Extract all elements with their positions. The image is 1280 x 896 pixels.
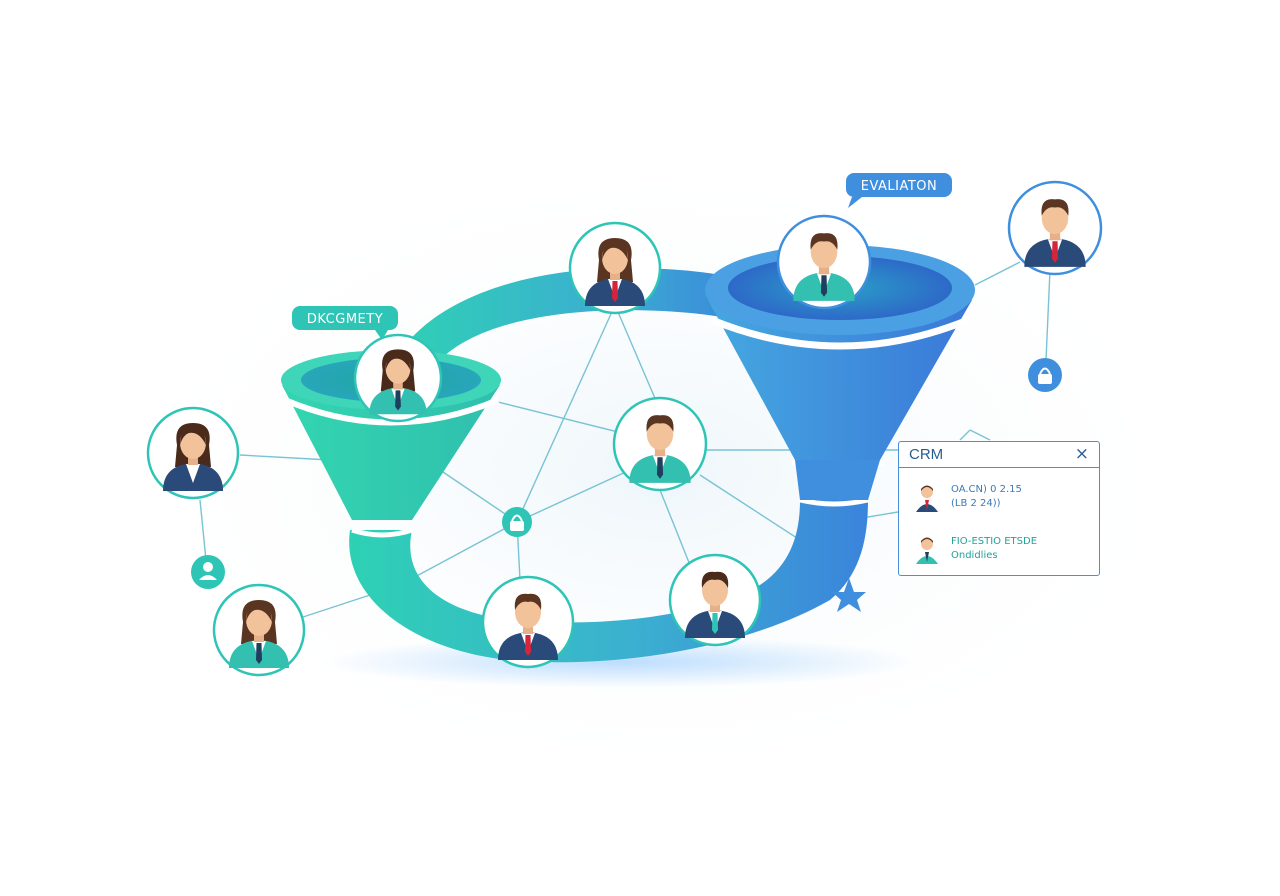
lock-icon [502, 507, 532, 537]
discovery-label-text: DKCGMETY [307, 312, 383, 327]
crm-row-line2: (LB 2 24)) [951, 498, 1001, 509]
evaluation-label: EVALIATON [846, 173, 952, 208]
close-icon[interactable]: × [1074, 444, 1089, 464]
crm-row-line2: Ondidlies [951, 550, 998, 561]
avatar[interactable] [668, 553, 762, 647]
network-lines [199, 261, 1051, 619]
avatar[interactable] [146, 406, 240, 500]
crm-record-row[interactable]: OA.CN) 0 2.15 (LB 2 24)) [913, 482, 1093, 518]
avatar[interactable] [1007, 180, 1103, 276]
avatar [916, 485, 938, 512]
person-icon [191, 555, 225, 589]
avatar[interactable] [212, 583, 306, 677]
lock-icon [1028, 358, 1062, 392]
crm-row-line1: OA.CN) 0 2.15 [951, 484, 1022, 495]
crm-panel: CRM × OA.CN) 0 2.15 (LB 2 24)) FIO-ESTIO… [898, 441, 1100, 576]
avatar[interactable] [776, 214, 872, 310]
avatar[interactable] [353, 333, 443, 423]
crm-record-row[interactable]: FIO-ESTIO ETSDE Ondidlies [913, 534, 1093, 570]
discovery-label: DKCGMETY [292, 306, 398, 340]
avatar[interactable] [568, 221, 662, 315]
evaluation-label-text: EVALIATON [861, 179, 938, 194]
avatar[interactable] [612, 396, 708, 492]
avatar[interactable] [481, 575, 575, 669]
avatar-nodes [146, 180, 1103, 677]
crm-row-line1: FIO-ESTIO ETSDE [951, 536, 1038, 547]
crm-panel-header: CRM × [899, 442, 1099, 468]
crm-title: CRM [909, 446, 944, 463]
star-icon [832, 578, 866, 612]
avatar [916, 537, 938, 564]
